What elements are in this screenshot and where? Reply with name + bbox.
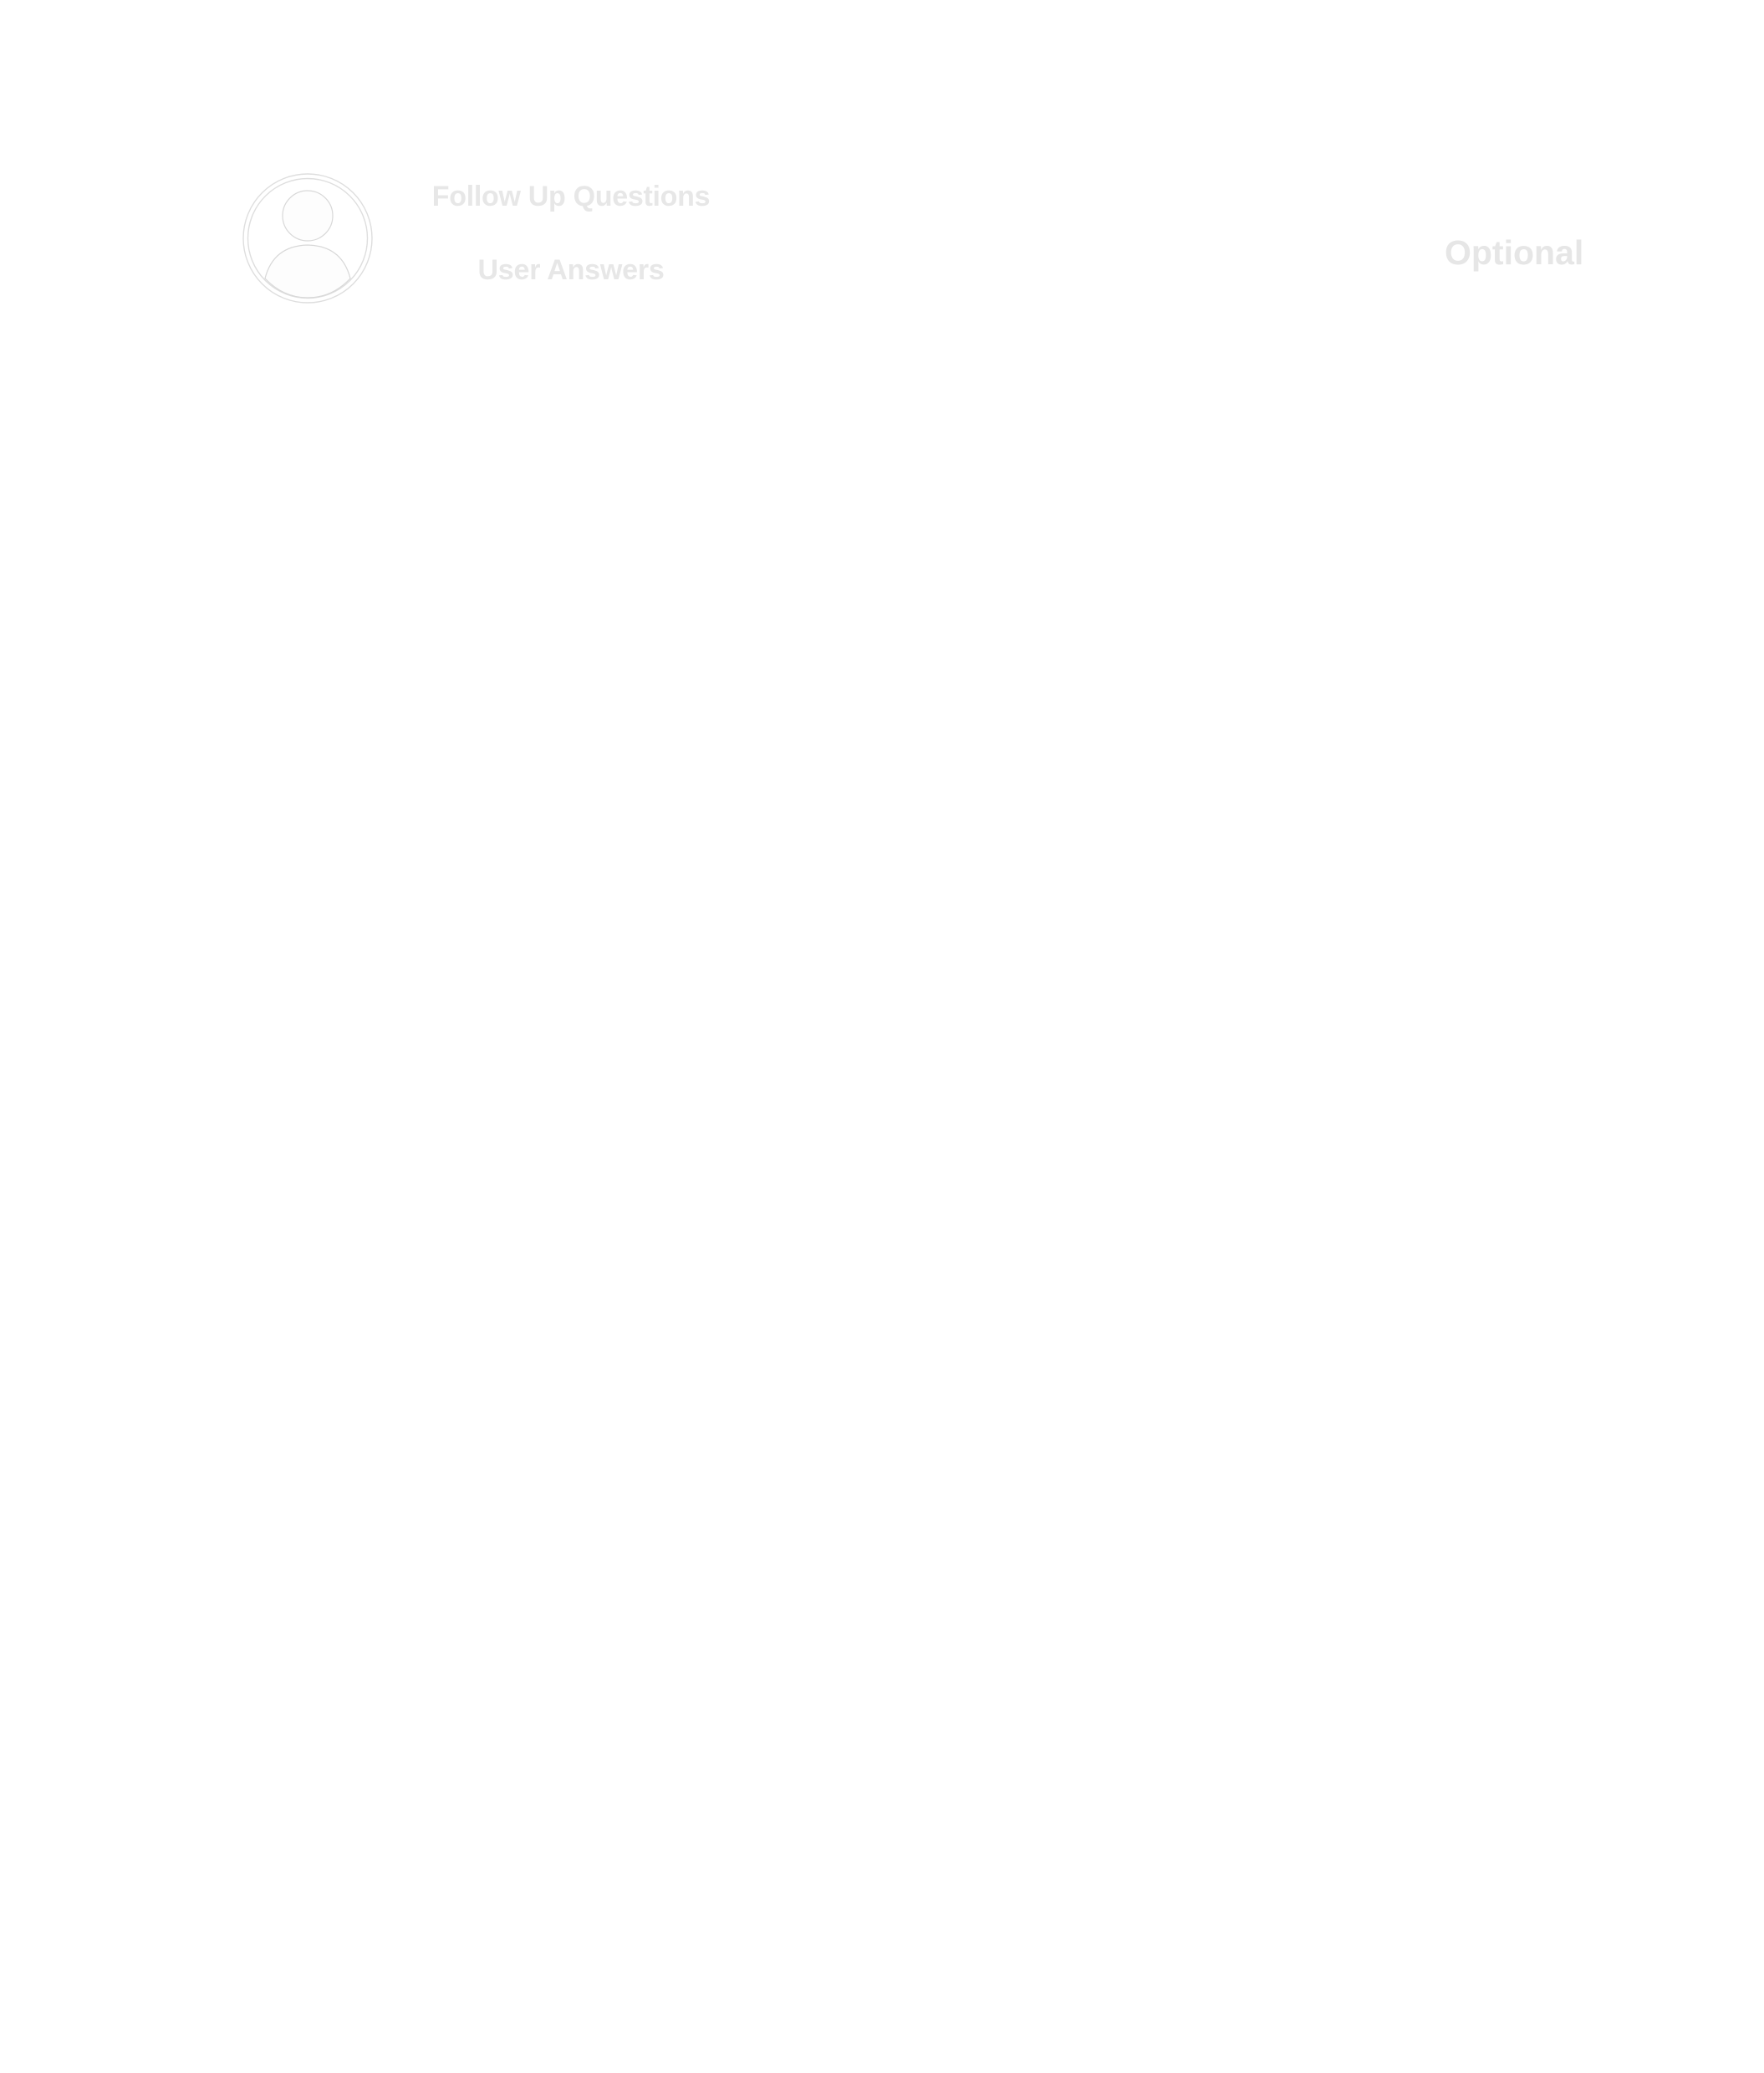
page-title: Follow Up Questions [431,181,711,212]
page-subtitle: User Answers [477,254,665,286]
optional-label: Optional [1445,233,1584,272]
title-block: Follow Up Questions User Answers [418,180,724,287]
user-avatar-icon [242,172,374,304]
question-header: Follow Up Questions User Answers Optiona… [0,0,1764,334]
content-area [0,334,1764,2073]
